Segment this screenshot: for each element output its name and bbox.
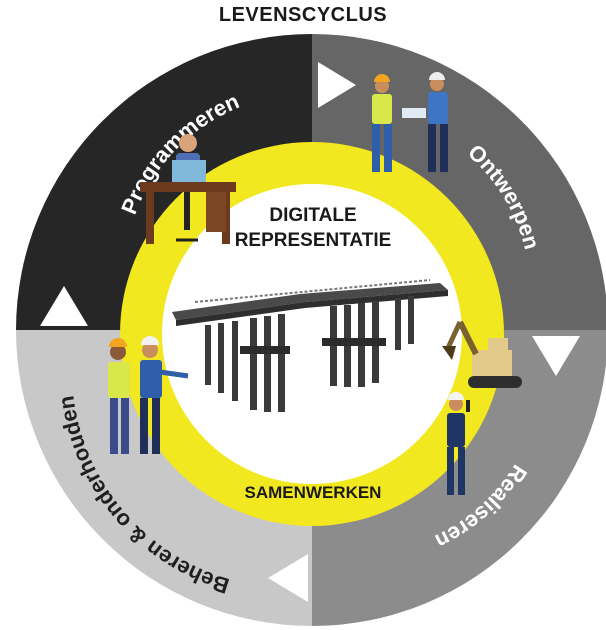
center-label-line1: DIGITALE — [269, 205, 356, 226]
center-label-line2: REPRESENTATIE — [235, 230, 392, 251]
arrow-to-realiseren-icon — [532, 336, 580, 376]
bridge-model-icon — [172, 279, 448, 412]
inspectors-pointing-icon — [108, 336, 189, 454]
engineers-with-blueprint-icon — [372, 72, 448, 172]
diagram-title: LEVENSCYCLUS — [218, 4, 388, 26]
center-circle — [162, 184, 462, 484]
arrow-to-ontwerpen-icon — [318, 62, 356, 108]
programmer-at-desk-icon — [140, 134, 236, 244]
arrow-to-programmeren-icon — [40, 286, 88, 326]
arrow-to-beheren-icon — [268, 554, 308, 602]
samenwerken-label: SAMENWERKEN — [245, 483, 382, 502]
excavator-icon — [442, 320, 522, 388]
worker-with-radio-icon — [447, 392, 470, 495]
